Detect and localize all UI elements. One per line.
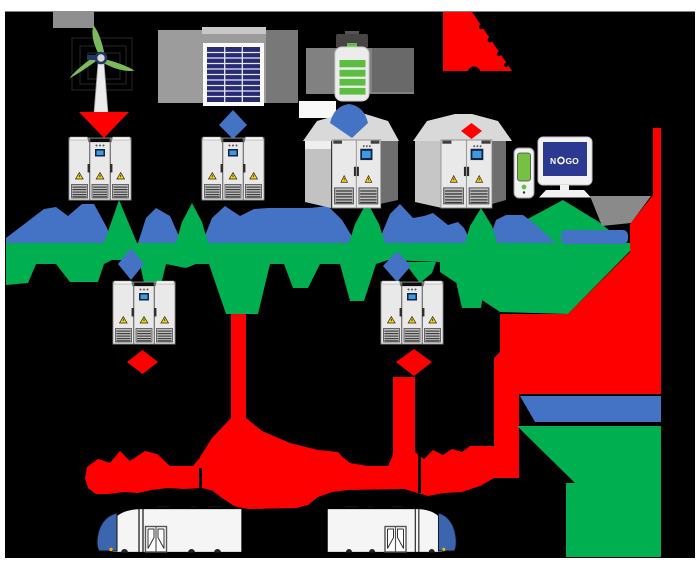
svg-text:GO: GO	[566, 156, 580, 166]
svg-text:N: N	[550, 156, 556, 166]
